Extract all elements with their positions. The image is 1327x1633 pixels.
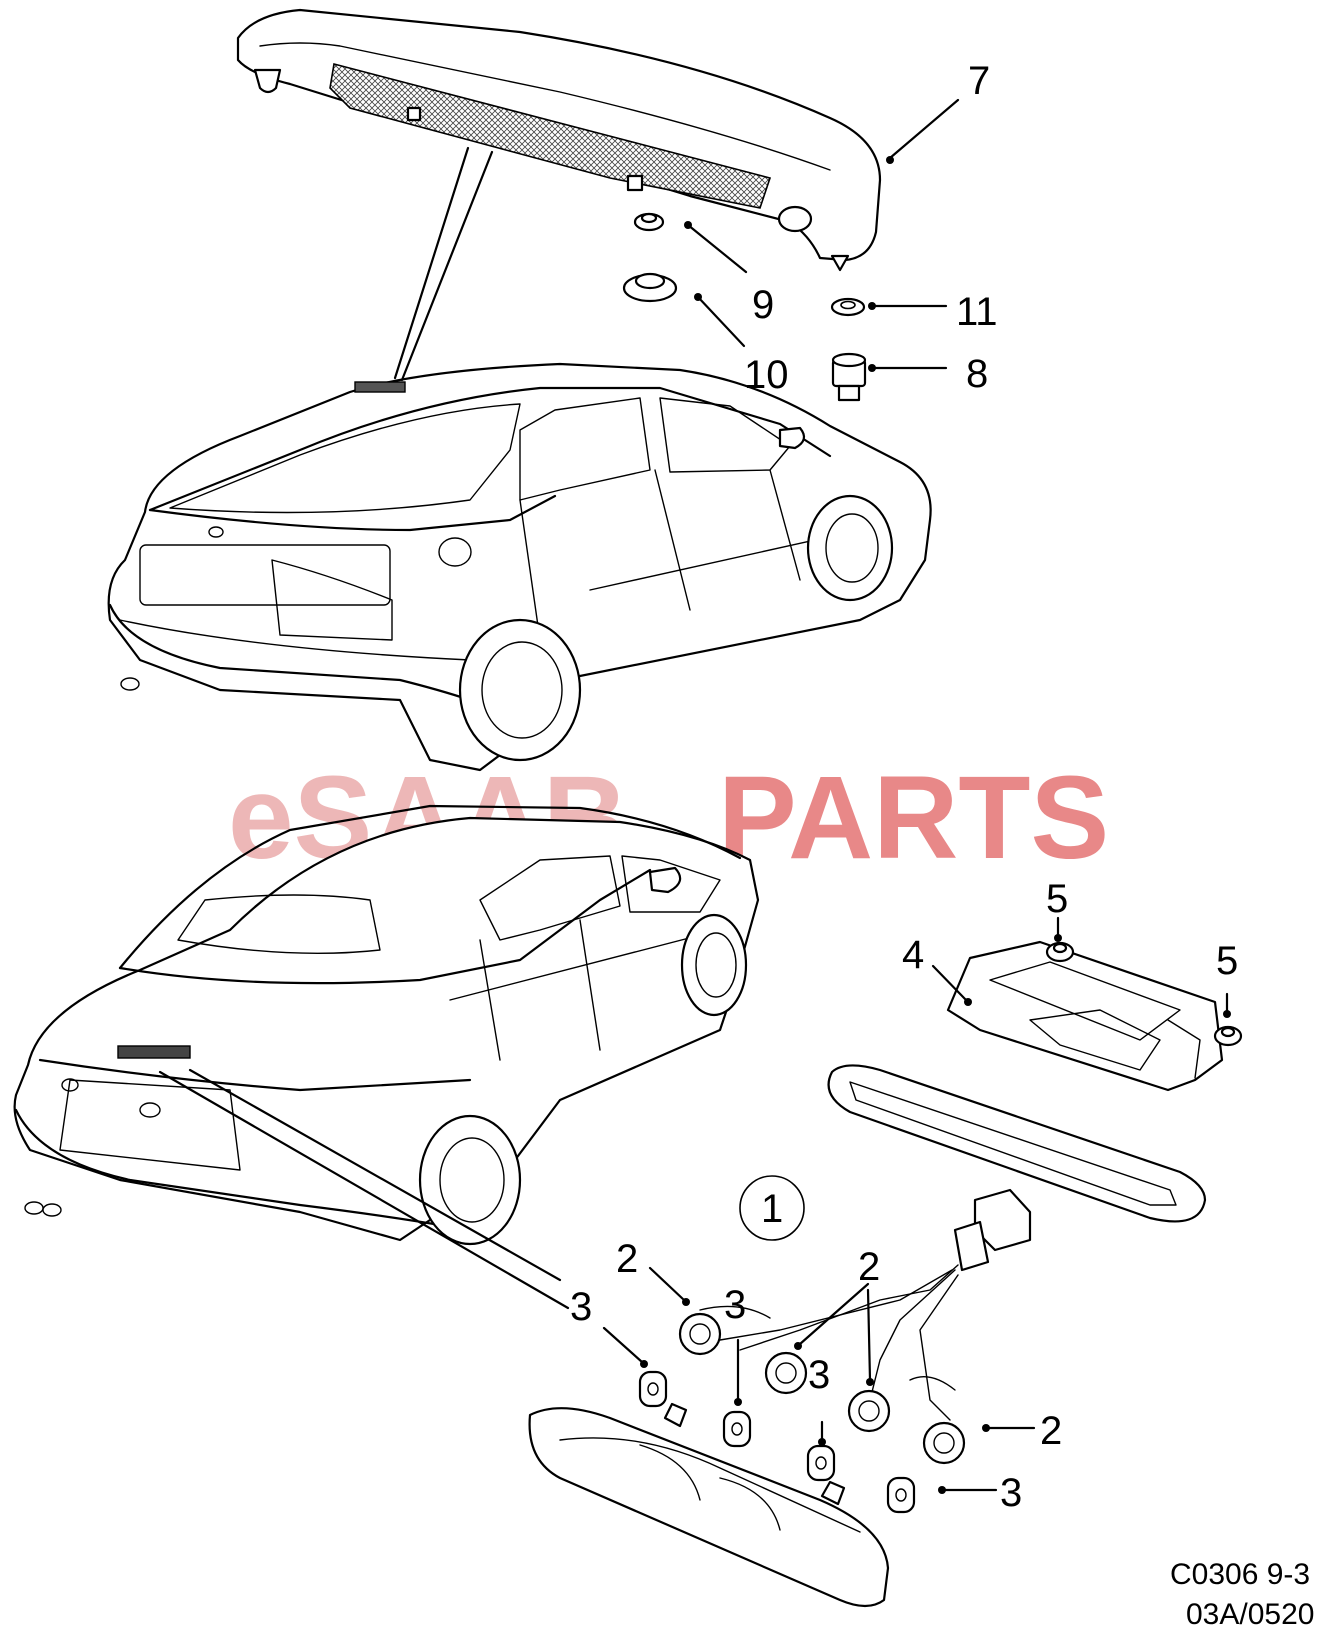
spoiler-brake-light-icon <box>236 8 882 272</box>
callout-4: 4 <box>902 933 924 977</box>
grommet-part-9-icon <box>633 212 665 232</box>
lamp-lens-gasket-icon <box>827 1064 1207 1223</box>
leader-line-spoiler-2 <box>400 150 494 382</box>
nut-part-8-icon <box>831 352 867 402</box>
callout-3a: 3 <box>570 1285 592 1329</box>
lamp-housing-icon <box>528 1402 890 1608</box>
callout-7: 7 <box>968 59 990 103</box>
callout-3b: 3 <box>724 1283 746 1327</box>
watermark-logo: eSAAB PARTS <box>228 752 1109 884</box>
callout-leaders <box>602 98 1231 1494</box>
wiring-harness-icon <box>699 1188 1032 1421</box>
bulb-3-icon <box>806 1444 836 1482</box>
bulb-4-icon <box>886 1476 916 1514</box>
leader-line-spoiler-1 <box>393 146 470 380</box>
callout-5a: 5 <box>1046 877 1068 921</box>
diagram-revision: 03A/0520 <box>1186 1598 1314 1631</box>
callout-2c: 2 <box>1040 1409 1062 1453</box>
bulb-1-icon <box>638 1370 668 1408</box>
hatchback-car-icon <box>107 362 932 772</box>
nut-part-5a-icon <box>1045 941 1075 963</box>
convertible-car-icon <box>13 804 760 1246</box>
bulb-socket-3-icon <box>847 1389 891 1433</box>
leader-line-convertible-2 <box>158 1070 570 1310</box>
leader-line-convertible-1 <box>188 1068 562 1282</box>
callout-5b: 5 <box>1216 939 1238 983</box>
callout-10: 10 <box>744 353 789 397</box>
callout-2b: 2 <box>858 1245 880 1289</box>
callout-1: 1 <box>761 1187 783 1231</box>
diagram-code: C0306 9-3 <box>1170 1558 1310 1591</box>
bulb-socket-4-icon <box>922 1421 966 1465</box>
watermark-part2: PARTS <box>718 752 1109 884</box>
callout-8: 8 <box>966 352 988 396</box>
bulb-2-icon <box>722 1410 752 1448</box>
nut-part-5b-icon <box>1213 1025 1243 1047</box>
callout-1-circle <box>739 1175 805 1241</box>
bulb-socket-1-icon <box>678 1312 722 1356</box>
seal-part-10-icon <box>622 272 678 303</box>
callout-3d: 3 <box>1000 1471 1022 1515</box>
callout-2a: 2 <box>616 1237 638 1281</box>
callout-11: 11 <box>956 290 998 334</box>
bracket-part-4-icon <box>946 940 1224 1092</box>
callout-9: 9 <box>752 283 774 327</box>
clip-part-11-icon <box>830 297 866 317</box>
bulb-socket-2-icon <box>764 1351 808 1395</box>
callout-3c: 3 <box>808 1353 830 1397</box>
